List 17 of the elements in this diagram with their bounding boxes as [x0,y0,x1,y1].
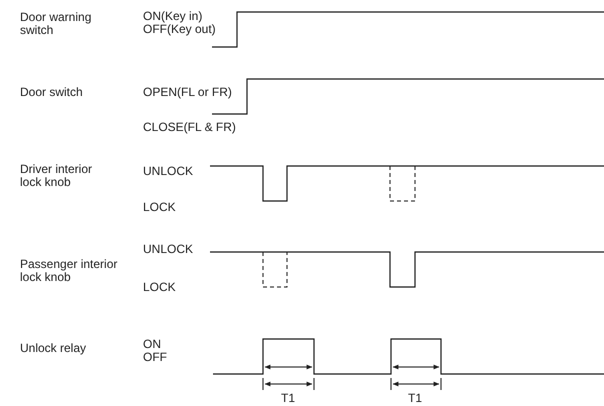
time-label: T1 [408,392,422,405]
signal-name: Unlock relay [20,342,86,355]
state-label: LOCK [143,201,176,214]
state-label: OFF(Key out) [143,23,216,36]
state-label: UNLOCK [143,165,194,178]
state-label: UNLOCK [143,243,194,256]
state-label: CLOSE(FL & FR) [143,121,236,134]
signal-name: Driver interior lock knob [20,163,94,189]
signal-name: Door warning switch [20,11,92,37]
state-label: ON [143,338,161,351]
state-label: OPEN(FL or FR) [143,86,232,99]
time-label: T1 [281,392,296,405]
state-label: OFF [143,351,167,364]
signal-name: Door switch [20,86,83,99]
state-label: ON(Key in) [143,10,202,23]
state-label: LOCK [143,281,176,294]
signal-name: Passenger interior lock knob [20,258,118,284]
